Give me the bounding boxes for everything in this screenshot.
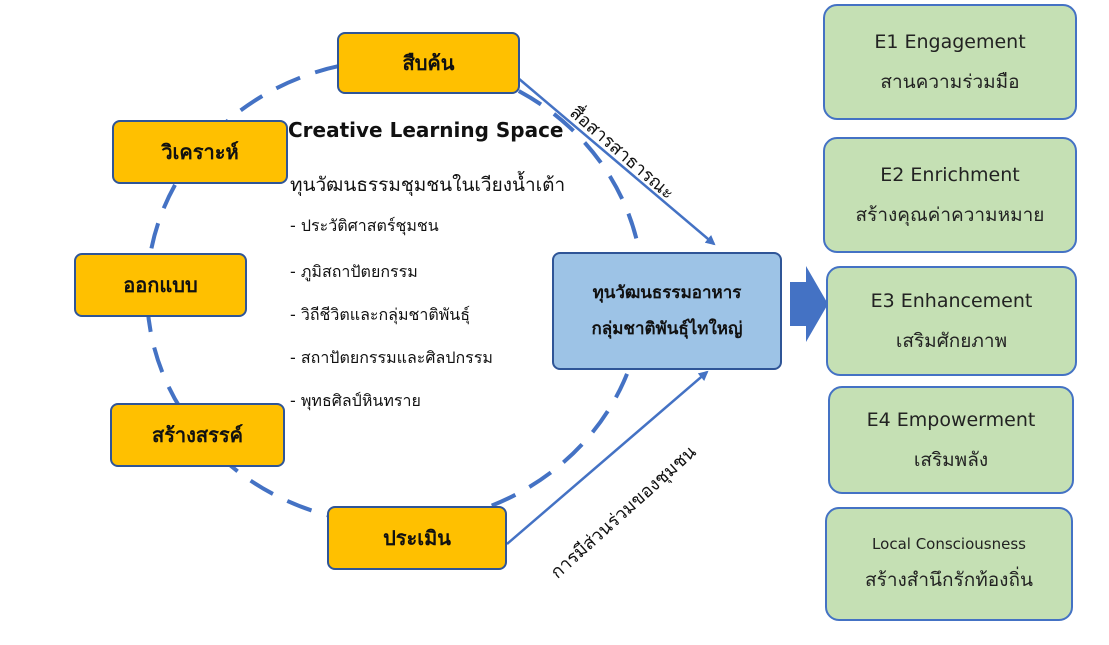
center-item-4: - สถาปัตยกรรมและศิลปกรรม <box>290 348 493 367</box>
center-item-3: - วิถีชีวิตและกลุ่มชาติพันธุ์ <box>290 305 470 324</box>
outcome-title-e3: E3 Enhancement <box>870 290 1033 312</box>
center-subtitle: ทุนวัฒนธรรมชุมชนในเวียงน้ำเต้า <box>290 174 566 196</box>
outcome-title-local: Local Consciousness <box>872 535 1026 553</box>
core-line-1: ทุนวัฒนธรรมอาหาร <box>592 283 742 303</box>
block-arrow-right <box>790 266 828 342</box>
outcome-desc-e2: สร้างคุณค่าความหมาย <box>855 204 1045 226</box>
outcome-desc-local: สร้างสำนึกรักท้องถิ่น <box>865 569 1033 591</box>
cycle-label-search: สืบค้น <box>402 51 455 75</box>
arrow-lower <box>506 370 709 545</box>
cycle-box-analyze: วิเคราะห์ <box>112 120 288 184</box>
outcome-title-e2: E2 Enrichment <box>880 164 1020 186</box>
center-title: Creative Learning Space <box>288 118 564 142</box>
cycle-box-create: สร้างสรรค์ <box>110 403 285 467</box>
cycle-box-search: สืบค้น <box>337 32 520 94</box>
cycle-label-create: สร้างสรรค์ <box>151 423 243 447</box>
center-item-1: - ประวัติศาสตร์ชุมชน <box>290 216 439 235</box>
cycle-label-design: ออกแบบ <box>123 273 198 297</box>
outcome-title-e4: E4 Empowerment <box>866 409 1036 431</box>
outcome-desc-e3: เสริมศักยภาพ <box>895 330 1008 352</box>
core-line-2: กลุ่มชาติพันธุ์ไทใหญ่ <box>591 319 743 339</box>
outcome-title-e1: E1 Engagement <box>874 31 1026 53</box>
cycle-label-evaluate: ประเมิน <box>383 526 451 550</box>
cycle-box-design: ออกแบบ <box>74 253 247 317</box>
outcome-box-e2: E2 Enrichment สร้างคุณค่าความหมาย <box>823 137 1077 253</box>
outcome-box-local: Local Consciousness สร้างสำนึกรักท้องถิ่… <box>825 507 1073 621</box>
cycle-label-analyze: วิเคราะห์ <box>161 140 239 164</box>
center-item-2: - ภูมิสถาปัตยกรรม <box>290 262 418 281</box>
outcome-box-e3: E3 Enhancement เสริมศักยภาพ <box>826 266 1077 376</box>
center-item-5: - พุทธศิลป์หินทราย <box>290 391 421 410</box>
outcome-desc-e4: เสริมพลัง <box>913 449 989 471</box>
outcome-box-e4: E4 Empowerment เสริมพลัง <box>828 386 1074 494</box>
core-box: ทุนวัฒนธรรมอาหาร กลุ่มชาติพันธุ์ไทใหญ่ <box>552 252 782 370</box>
cycle-box-evaluate: ประเมิน <box>327 506 507 570</box>
outcome-desc-e1: สานความร่วมมือ <box>880 71 1020 93</box>
arrow-upper <box>517 77 716 246</box>
outcome-box-e1: E1 Engagement สานความร่วมมือ <box>823 4 1077 120</box>
